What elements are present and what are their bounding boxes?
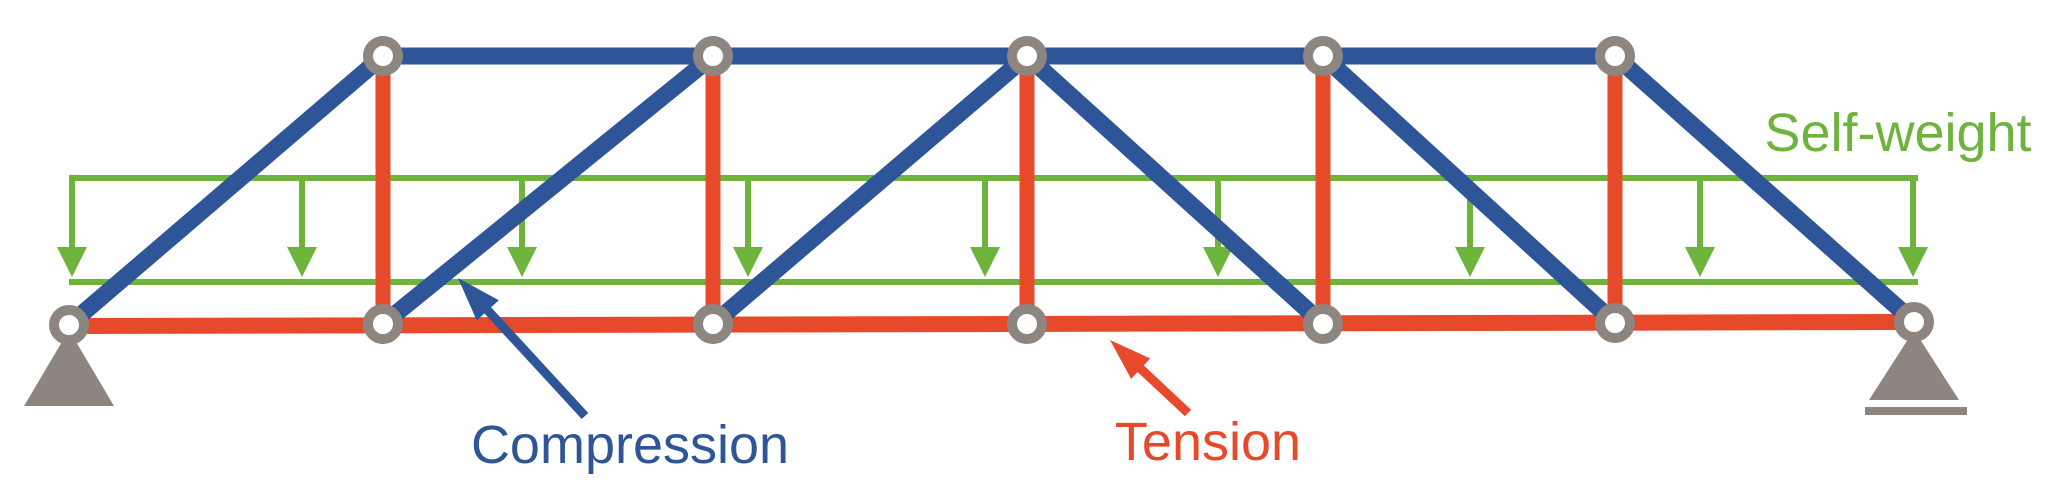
tension-label: Tension	[1114, 412, 1302, 472]
joint-node-9	[1303, 304, 1343, 344]
joint-node-11	[1894, 302, 1934, 342]
joint-node-7	[693, 304, 733, 344]
member-diagonal-compression-0	[63, 49, 389, 332]
joint-node-10	[1595, 303, 1635, 343]
load-arrow-head-7	[1685, 247, 1715, 277]
joint-node-6	[363, 304, 403, 344]
tension-annotation-arrow-head	[1110, 340, 1151, 379]
load-arrow-head-3	[733, 247, 763, 277]
member-diagonal-compression-5	[1609, 49, 1920, 329]
tension-annotation-arrow-shaft	[1134, 362, 1192, 417]
joint-node-8	[1007, 304, 1047, 344]
load-arrow-head-0	[57, 247, 87, 277]
joint-node-1	[693, 36, 733, 76]
compression-annotation-arrow-shaft	[481, 304, 589, 420]
joint-node-5	[49, 305, 89, 345]
joint-node-4	[1595, 36, 1635, 76]
joint-node-0	[363, 36, 403, 76]
member-bottom-chord-tension	[68, 314, 1915, 334]
load-arrow-head-5	[1203, 247, 1233, 277]
joint-node-3	[1303, 36, 1343, 76]
member-diagonal-compression-1	[377, 49, 719, 331]
compression-annotation-arrow-head	[458, 278, 499, 321]
joint-node-2	[1007, 36, 1047, 76]
member-diagonal-compression-3	[1021, 49, 1329, 331]
member-diagonal-compression-2	[707, 49, 1033, 331]
load-arrow-head-4	[970, 247, 1000, 277]
self-weight-label: Self-weight	[1764, 103, 2032, 163]
roller-support-base-bar	[1865, 407, 1967, 415]
load-arrow-head-8	[1898, 247, 1928, 277]
compression-label: Compression	[470, 415, 790, 475]
load-arrow-head-1	[287, 247, 317, 277]
load-arrow-head-2	[507, 247, 537, 277]
pin-support	[24, 330, 114, 406]
load-arrow-head-6	[1455, 247, 1485, 277]
member-diagonal-compression-4	[1317, 49, 1621, 330]
roller-support	[1869, 330, 1959, 400]
